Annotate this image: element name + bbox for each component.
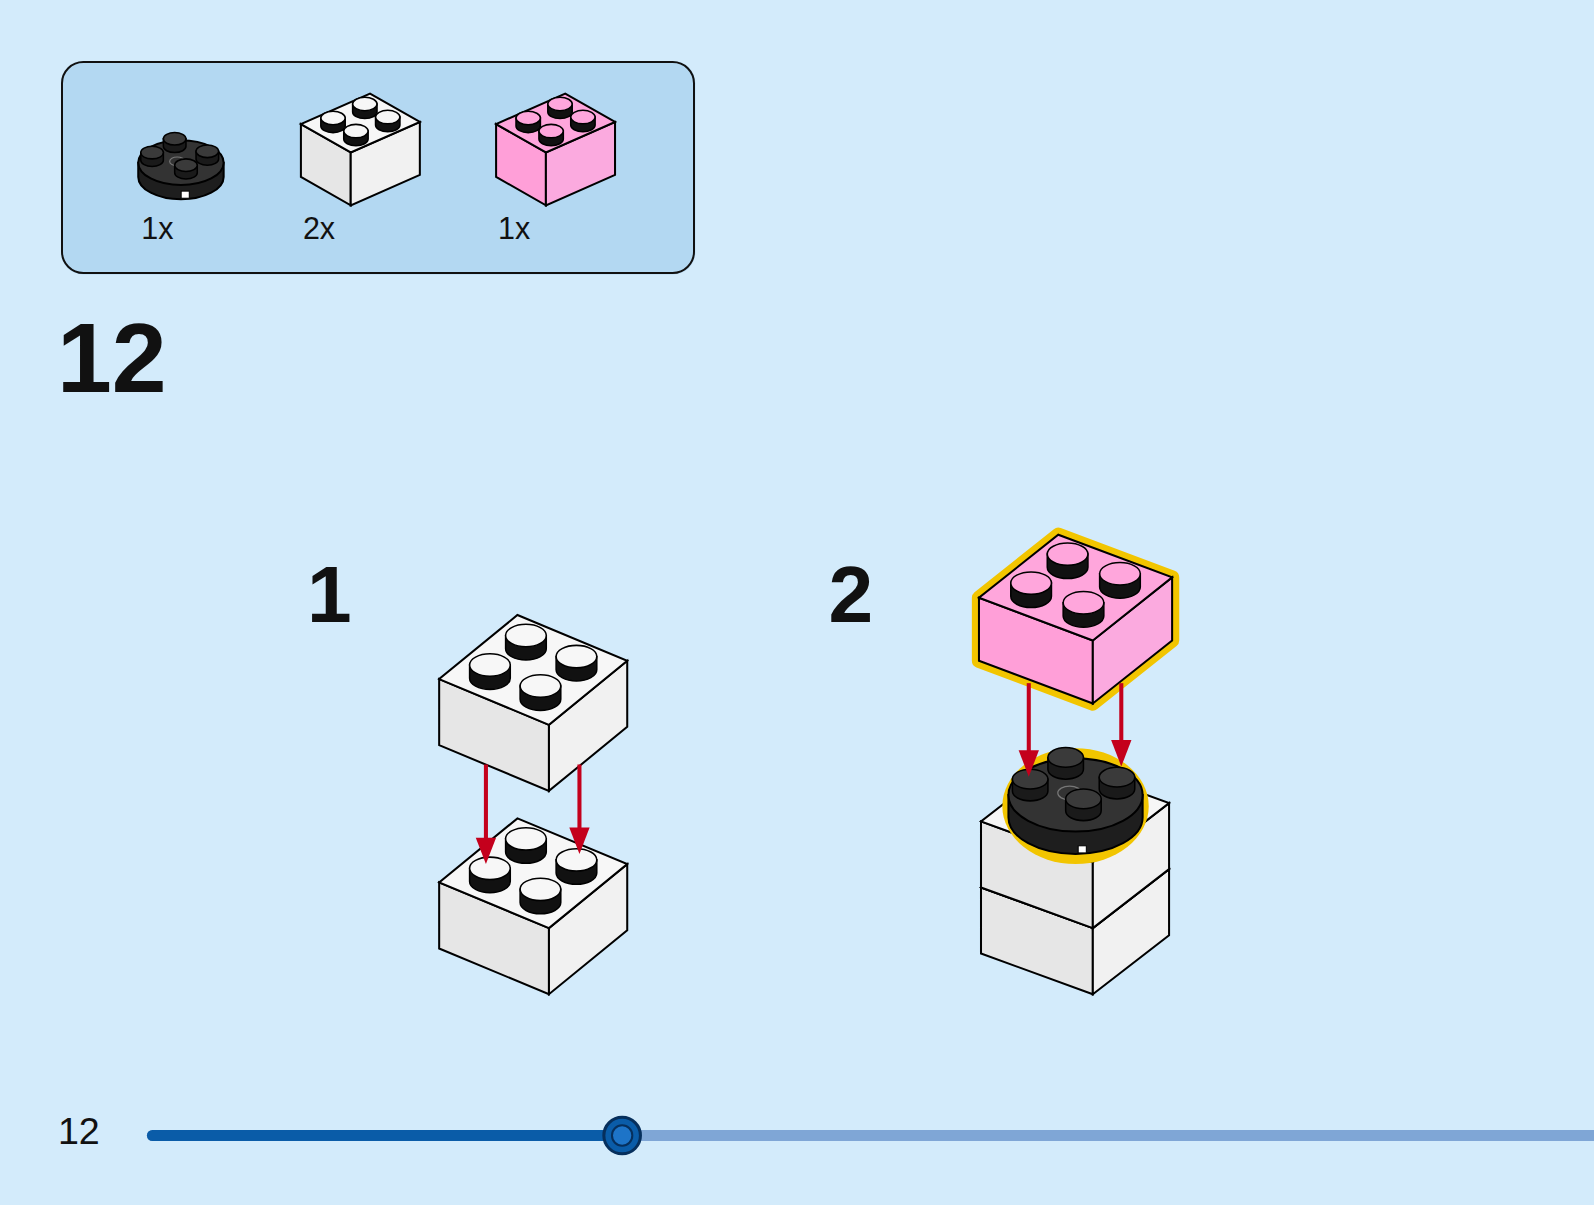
press-arrow: [1111, 683, 1131, 766]
round-plate: [1002, 748, 1148, 864]
brick-top: [439, 615, 627, 725]
stud-top: [1011, 572, 1052, 594]
arrow-head: [1019, 750, 1039, 776]
stud-top: [520, 675, 561, 697]
press-arrow: [569, 764, 589, 853]
parts-panel-fill: [61, 61, 695, 274]
part-count: 2x: [303, 213, 335, 244]
brick: [439, 818, 627, 994]
page-number: 12: [58, 1113, 100, 1151]
stud-top: [1063, 592, 1104, 614]
art-group: [61, 61, 1594, 1154]
stud-top: [1099, 767, 1135, 787]
stud-top: [1100, 563, 1141, 585]
progress-marker: [604, 1117, 641, 1154]
brick-top: [439, 818, 627, 928]
round-plate: [138, 133, 223, 200]
brick: [496, 94, 615, 206]
arrow-shaft: [1027, 683, 1031, 756]
stud-top: [141, 146, 164, 159]
stud-top: [516, 111, 540, 124]
stud-top: [548, 97, 572, 110]
arrow-head: [569, 827, 589, 853]
stud-top: [1047, 543, 1088, 565]
brick-top: [301, 94, 420, 153]
highlight-outline: [1002, 748, 1148, 864]
stud-top: [353, 97, 377, 110]
substep-number: 1: [307, 554, 352, 634]
progress-marker: [612, 1125, 632, 1145]
press-arrow: [1019, 683, 1039, 777]
stud-top: [376, 110, 400, 123]
stud-top: [196, 145, 219, 158]
stud-top: [571, 110, 595, 123]
stud-top: [520, 878, 561, 900]
step-number: 12: [57, 309, 167, 408]
part-count: 1x: [141, 213, 173, 244]
plate-notch: [181, 191, 189, 198]
arrow-shaft: [577, 764, 581, 833]
stud-top: [470, 857, 511, 879]
stud-top: [539, 124, 563, 137]
highlight-outline: [979, 535, 1172, 704]
part-count: 1x: [498, 213, 530, 244]
stud-top: [556, 849, 597, 871]
arrow-shaft: [484, 764, 488, 843]
progress-fill: [152, 1130, 622, 1141]
stud-top: [470, 654, 511, 676]
brick-top: [979, 535, 1172, 641]
arrow-shaft: [1119, 683, 1123, 746]
arrow-head: [1111, 740, 1131, 766]
press-arrow: [476, 764, 496, 864]
progress-track: [152, 1130, 1594, 1141]
stud-top: [163, 133, 186, 146]
stud-top: [556, 645, 597, 667]
brick-top: [496, 94, 615, 153]
substep-number: 2: [829, 554, 874, 634]
plate-notch: [1078, 846, 1086, 853]
brick: [979, 535, 1172, 704]
stud-top: [321, 111, 345, 124]
stud-top: [1066, 789, 1102, 809]
stud-top: [175, 159, 198, 172]
stud-top: [1048, 748, 1084, 768]
brick: [301, 94, 420, 206]
parts-panel: 1x 2x 1x: [61, 61, 695, 274]
arrow-head: [476, 838, 496, 864]
brick: [439, 615, 627, 791]
stud-top: [506, 828, 547, 850]
stud-top: [344, 124, 368, 137]
stud-top: [506, 624, 547, 646]
